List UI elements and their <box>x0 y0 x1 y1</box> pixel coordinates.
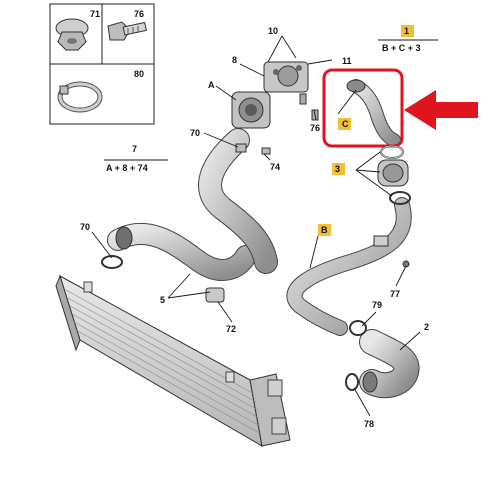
tag-3-bg <box>332 163 345 175</box>
label-78: 78 <box>364 419 374 429</box>
label-76: 76 <box>310 123 320 133</box>
hose-5 <box>107 222 257 281</box>
valve-assembly <box>263 61 309 93</box>
label-1: 1 <box>404 26 409 36</box>
label-10: 10 <box>268 26 278 36</box>
pipe-B <box>286 197 412 336</box>
hose-7 <box>198 128 278 274</box>
label-2: 2 <box>424 322 429 332</box>
label-77: 77 <box>390 289 400 299</box>
inset-label-71: 71 <box>90 9 100 19</box>
inset-label-80: 80 <box>134 69 144 79</box>
label-72: 72 <box>226 324 236 334</box>
formula-7: A + 8 + 74 <box>106 163 148 173</box>
label-3: 3 <box>335 164 340 174</box>
label-70-left: 70 <box>80 222 90 232</box>
label-11: 11 <box>342 56 352 66</box>
label-B: B <box>321 225 328 235</box>
part-3 <box>377 145 411 205</box>
label-70-top: 70 <box>190 128 200 138</box>
label-C: C <box>342 119 349 129</box>
tag-B-bg <box>318 224 331 236</box>
part-C <box>346 79 401 147</box>
inset-label-76: 76 <box>134 9 144 19</box>
highlight-box <box>322 68 404 148</box>
arrow-left-icon <box>404 90 478 130</box>
formula-1: B + C + 3 <box>382 43 421 53</box>
label-7: 7 <box>132 144 137 154</box>
intercooler <box>55 274 291 447</box>
leader-lines <box>91 35 421 417</box>
label-79: 79 <box>372 300 382 310</box>
label-A: A <box>208 80 215 90</box>
label-74: 74 <box>270 162 280 172</box>
tag-C-bg <box>338 118 351 130</box>
bolt-icon <box>107 21 147 41</box>
part-A <box>231 91 271 129</box>
hose-clamp-icon <box>57 81 103 113</box>
nut-icon <box>55 18 89 51</box>
hose-2 <box>359 329 420 399</box>
label-5: 5 <box>160 295 165 305</box>
fastener-inset: 71 76 80 <box>49 3 155 125</box>
label-8: 8 <box>232 55 237 65</box>
tag-1-bg <box>401 25 414 37</box>
